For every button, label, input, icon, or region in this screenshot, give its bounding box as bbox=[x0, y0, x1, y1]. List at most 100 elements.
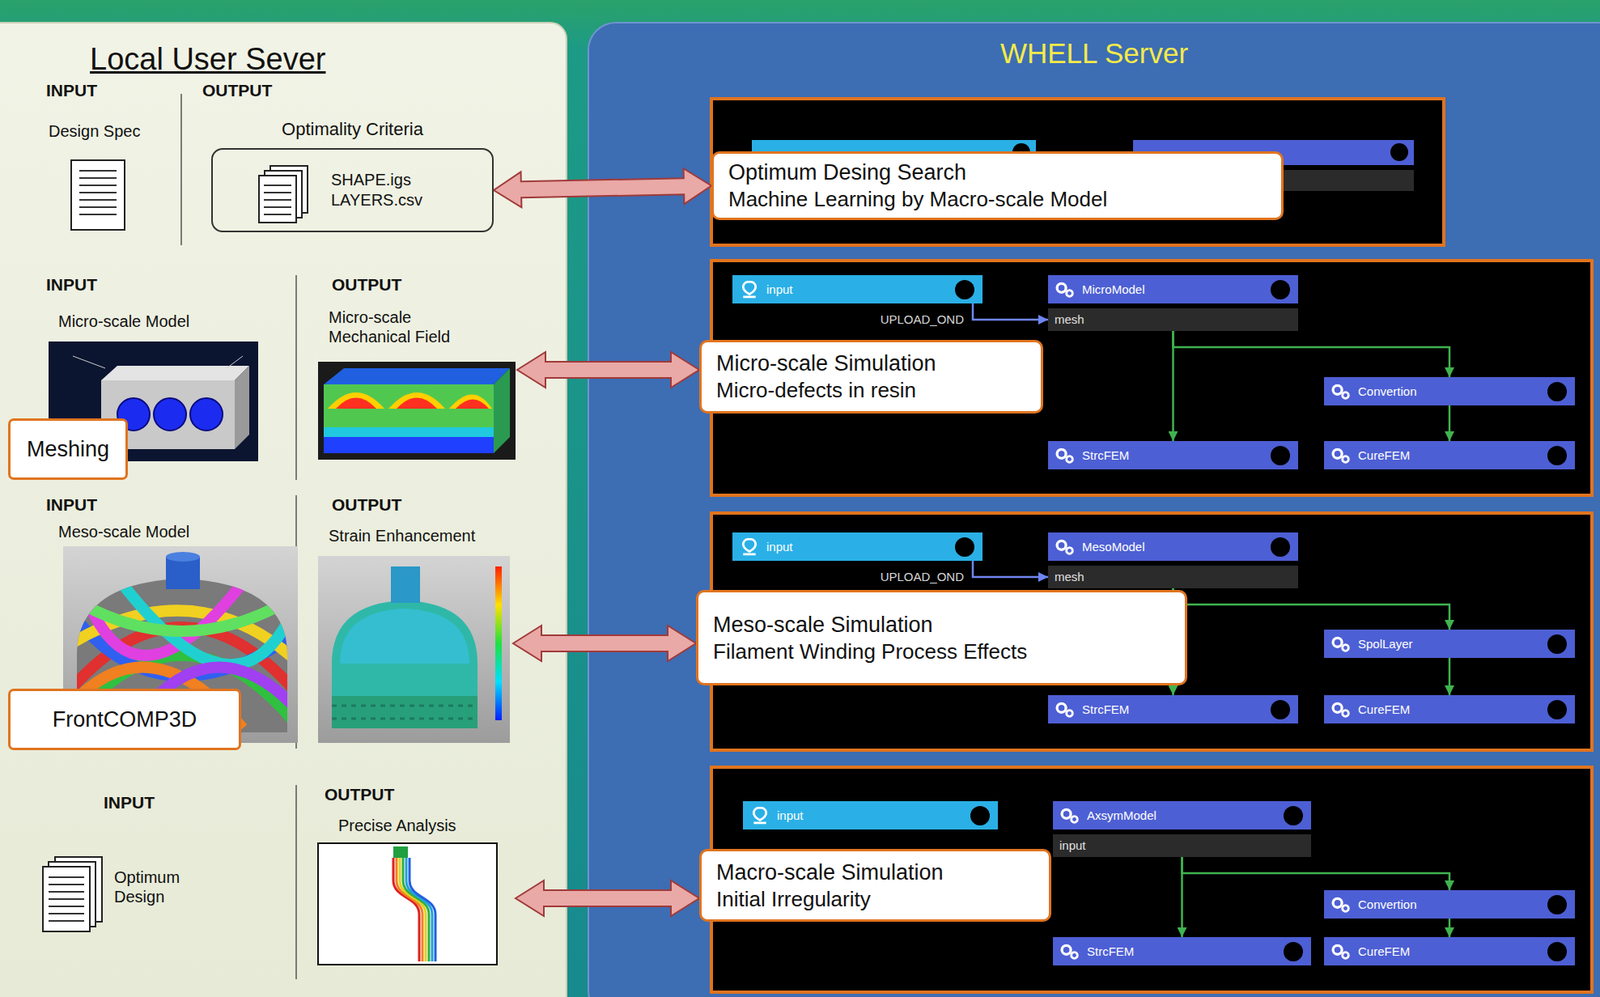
flow-connector bbox=[972, 303, 1049, 320]
node-icon bbox=[1052, 446, 1078, 465]
workflow-node: input bbox=[732, 532, 983, 561]
flow-connector bbox=[972, 560, 1049, 578]
section-label: OUTPUT bbox=[324, 785, 395, 805]
file-frame: SHAPE.igs LAYERS.csv bbox=[211, 148, 494, 233]
item-label: Design Spec bbox=[48, 121, 141, 141]
node-handle bbox=[1270, 700, 1291, 720]
flow-connector bbox=[1182, 857, 1451, 891]
flow-connector bbox=[1448, 918, 1452, 938]
section-label: INPUT bbox=[46, 80, 98, 101]
exchange-arrow bbox=[493, 168, 712, 208]
node-bar: Convertion bbox=[1324, 377, 1575, 406]
edge-label: UPLOAD_OND bbox=[878, 568, 967, 586]
flow-connector bbox=[1448, 657, 1452, 696]
node-name: CureFEM bbox=[1353, 448, 1548, 463]
workflow-node: AxsymModel input bbox=[1052, 801, 1312, 858]
panel-title: Local User Sever bbox=[89, 22, 326, 77]
node-icon bbox=[1328, 635, 1354, 654]
node-handle bbox=[1547, 445, 1567, 466]
precise-analysis-image bbox=[318, 843, 497, 965]
node-handle bbox=[954, 537, 975, 557]
section-label: INPUT bbox=[46, 495, 98, 515]
flow-connector bbox=[1173, 331, 1451, 378]
node-icon bbox=[737, 538, 762, 556]
port-row: mesh bbox=[1048, 565, 1299, 589]
callout-body: Initial Irregularity bbox=[716, 886, 1035, 913]
node-name: MicroModel bbox=[1077, 282, 1271, 297]
section-label: INPUT bbox=[103, 793, 155, 813]
section-label: OUTPUT bbox=[331, 275, 402, 295]
node-name: StrcFEM bbox=[1077, 448, 1271, 463]
node-bar: CureFEM bbox=[1324, 441, 1575, 470]
document-stack-icon bbox=[258, 165, 308, 223]
node-icon bbox=[1052, 700, 1078, 719]
node-handle bbox=[1270, 445, 1291, 466]
port-row: input bbox=[1052, 834, 1312, 858]
node-handle bbox=[1547, 634, 1567, 654]
port-row: mesh bbox=[1048, 308, 1299, 332]
item-label: Optimum Design bbox=[114, 867, 196, 907]
workflow-node: Convertion bbox=[1324, 890, 1575, 919]
callout-box: Optimum Desing SearchMachine Learning by… bbox=[711, 151, 1284, 221]
tool-name: Meshing bbox=[26, 437, 110, 463]
node-icon bbox=[1057, 806, 1083, 825]
node-handle bbox=[970, 806, 990, 826]
node-icon bbox=[1057, 942, 1083, 961]
node-handle bbox=[1547, 700, 1567, 720]
workflow-node: CureFEM bbox=[1324, 937, 1575, 966]
panel-title: WHELL Server bbox=[588, 22, 1600, 70]
workflow-node: input bbox=[742, 801, 998, 830]
node-handle bbox=[1283, 942, 1303, 962]
callout-body: Machine Learning by Macro-scale Model bbox=[728, 186, 1267, 213]
callout-box: Meso-scale SimulationFilament Winding Pr… bbox=[696, 589, 1188, 686]
workflow-node: input bbox=[732, 275, 983, 304]
workflow-node: StrcFEM bbox=[1048, 441, 1299, 470]
node-name: AxsymModel bbox=[1082, 808, 1284, 823]
node-name: Convertion bbox=[1353, 384, 1548, 399]
port-name: mesh bbox=[1048, 565, 1299, 589]
port-name: mesh bbox=[1048, 308, 1299, 332]
node-bar: StrcFEM bbox=[1048, 441, 1299, 470]
mechanical-field-image bbox=[318, 361, 516, 460]
node-handle bbox=[1270, 537, 1291, 557]
callout-body: Micro-defects in resin bbox=[716, 377, 1027, 404]
node-name: CureFEM bbox=[1353, 944, 1548, 959]
node-bar: CureFEM bbox=[1324, 695, 1575, 724]
port-name: input bbox=[1052, 834, 1312, 858]
node-bar: input bbox=[732, 532, 983, 561]
tool-name: FrontCOMP3D bbox=[52, 707, 198, 733]
section-label: OUTPUT bbox=[331, 495, 402, 515]
node-bar: input bbox=[732, 275, 983, 304]
callout-body: Filament Winding Process Effects bbox=[712, 638, 1171, 666]
node-icon bbox=[1328, 895, 1354, 914]
node-name: input bbox=[761, 539, 955, 554]
exchange-arrows bbox=[513, 352, 700, 917]
strain-enhancement-image bbox=[318, 555, 510, 743]
section-label: INPUT bbox=[46, 275, 98, 295]
workflow-node: SpolLayer bbox=[1324, 629, 1575, 658]
callout-box: Macro-scale SimulationInitial Irregulari… bbox=[699, 848, 1052, 922]
tool-tag: Meshing bbox=[8, 418, 128, 480]
workflow-node: CureFEM bbox=[1324, 441, 1575, 470]
node-handle bbox=[1270, 280, 1291, 300]
node-name: MesoModel bbox=[1077, 539, 1271, 554]
callout-title: Macro-scale Simulation bbox=[716, 858, 1035, 887]
workflow-node: StrcFEM bbox=[1048, 695, 1299, 724]
node-bar: MicroModel bbox=[1048, 275, 1299, 304]
item-label: Strain Enhancement bbox=[328, 526, 476, 546]
node-icon bbox=[1052, 538, 1078, 556]
server-panel: WHELL ServerOptimum Desing SearchMachine… bbox=[588, 22, 1600, 997]
node-bar: StrcFEM bbox=[1052, 937, 1312, 966]
node-name: Convertion bbox=[1353, 897, 1548, 912]
flow-connector bbox=[1173, 588, 1451, 630]
node-name: SpolLayer bbox=[1353, 636, 1548, 651]
box-heading: Optimality Criteria bbox=[211, 118, 494, 149]
node-icon bbox=[737, 280, 762, 299]
node-bar: CureFEM bbox=[1324, 937, 1575, 966]
node-icon bbox=[1328, 700, 1354, 719]
node-name: StrcFEM bbox=[1082, 944, 1284, 959]
node-bar: SpolLayer bbox=[1324, 629, 1575, 658]
node-bar: input bbox=[742, 801, 998, 830]
document-icon bbox=[71, 160, 125, 230]
item-label: Micro-scale Mechanical Field bbox=[328, 307, 491, 347]
